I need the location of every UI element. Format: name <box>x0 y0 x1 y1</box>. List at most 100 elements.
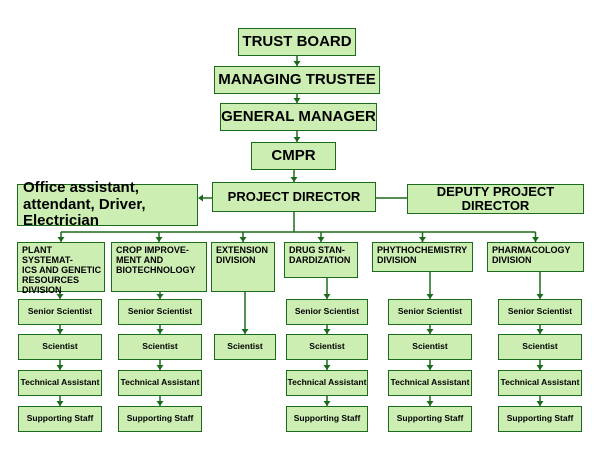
phythochemistry-division-to-senior-scientist-arrowhead <box>426 294 434 299</box>
trust-board-label: TRUST BOARD <box>242 32 352 50</box>
division-box-drug-stan-dardization: DRUG STAN- DARDIZATION <box>284 242 358 278</box>
staff-box-supporting-staff: Supporting Staff <box>286 406 368 432</box>
phythochemistry-division-to-scientist-arrowhead <box>426 329 434 334</box>
division-box-crop-improve-ment-and-biotechnology: CROP IMPROVE- MENT AND BIOTECHNOLOGY <box>111 242 207 292</box>
pharmacology-division-to-senior-scientist-arrowhead <box>536 294 544 299</box>
staff-box-technical-assistant: Technical Assistant <box>18 370 102 396</box>
phythochemistry-division-to-technical-assistant-arrowhead <box>426 365 434 370</box>
project-director-box: PROJECT DIRECTOR <box>212 182 376 212</box>
staff-label: Scientist <box>42 341 78 352</box>
staff-label: Scientist <box>142 341 178 352</box>
cmpr-to-project-director-arrowhead <box>290 177 298 182</box>
office-staff-box: Office assistant, attendant, Driver, Ele… <box>17 180 198 229</box>
staff-box-senior-scientist: Senior Scientist <box>286 299 368 325</box>
drug-stan-dardization-to-scientist-arrowhead <box>323 329 331 334</box>
staff-box-senior-scientist: Senior Scientist <box>18 299 102 325</box>
project-director-label: PROJECT DIRECTOR <box>227 188 361 204</box>
staff-box-senior-scientist: Senior Scientist <box>498 299 582 325</box>
trust-board-box: TRUST BOARD <box>238 28 356 56</box>
staff-box-technical-assistant: Technical Assistant <box>286 370 368 396</box>
staff-box-supporting-staff: Supporting Staff <box>18 406 102 432</box>
division-label: CROP IMPROVE- MENT AND BIOTECHNOLOGY <box>116 245 196 275</box>
division-label: DRUG STAN- DARDIZATION <box>289 245 351 265</box>
staff-box-technical-assistant: Technical Assistant <box>498 370 582 396</box>
crop-improve-ment-and-biotechnology-to-senior-scientist-arrowhead <box>156 294 164 299</box>
staff-label: Senior Scientist <box>294 306 360 317</box>
division-box-extension-division: EXTENSION DIVISION <box>211 242 275 292</box>
crop-improve-ment-and-biotechnology-to-supporting-staff-arrowhead <box>156 401 164 406</box>
division-label: PLANT SYSTEMAT- ICS AND GENETIC RESOURCE… <box>22 245 102 295</box>
staff-label: Supporting Staff <box>506 413 574 424</box>
staff-label: Senior Scientist <box>127 306 193 317</box>
drug-stan-dardization-to-supporting-staff-arrowhead <box>323 401 331 406</box>
staff-box-scientist: Scientist <box>118 334 202 360</box>
staff-label: Technical Assistant <box>390 377 470 388</box>
staff-label: Senior Scientist <box>397 306 463 317</box>
branch-to-plant-systemat-ics-and-genetic-resources-division-arrowhead <box>57 237 65 242</box>
phythochemistry-division-to-supporting-staff-arrowhead <box>426 401 434 406</box>
pharmacology-division-to-supporting-staff-arrowhead <box>536 401 544 406</box>
trust-board-to-managing-trustee-arrowhead <box>293 61 301 66</box>
general-manager-to-cmpr-arrowhead <box>293 137 301 142</box>
drug-stan-dardization-to-senior-scientist-arrowhead <box>323 294 331 299</box>
crop-improve-ment-and-biotechnology-to-scientist-arrowhead <box>156 329 164 334</box>
general-manager-label: GENERAL MANAGER <box>221 107 376 125</box>
staff-box-scientist: Scientist <box>18 334 102 360</box>
pharmacology-division-to-scientist-arrowhead <box>536 329 544 334</box>
staff-label: Technical Assistant <box>120 377 200 388</box>
staff-label: Scientist <box>522 341 558 352</box>
staff-label: Technical Assistant <box>500 377 580 388</box>
plant-systemat-ics-and-genetic-resources-division-to-supporting-staff-arrowhead <box>56 401 64 406</box>
crop-improve-ment-and-biotechnology-to-technical-assistant-arrowhead <box>156 365 164 370</box>
division-label: PHARMACOLOGY DIVISION <box>492 245 571 265</box>
staff-box-senior-scientist: Senior Scientist <box>118 299 202 325</box>
managing-trustee-box: MANAGING TRUSTEE <box>214 66 380 94</box>
staff-label: Supporting Staff <box>293 413 361 424</box>
plant-systemat-ics-and-genetic-resources-division-to-technical-assistant-arrowhead <box>56 365 64 370</box>
division-box-plant-systemat-ics-and-genetic-resources-division: PLANT SYSTEMAT- ICS AND GENETIC RESOURCE… <box>17 242 105 295</box>
office-staff-label: Office assistant, attendant, Driver, Ele… <box>23 179 146 230</box>
plant-systemat-ics-and-genetic-resources-division-to-scientist-arrowhead <box>56 329 64 334</box>
staff-box-scientist: Scientist <box>388 334 472 360</box>
staff-label: Technical Assistant <box>287 377 367 388</box>
branch-to-phythochemistry-division-arrowhead <box>419 237 426 242</box>
staff-label: Scientist <box>412 341 448 352</box>
staff-label: Supporting Staff <box>396 413 464 424</box>
staff-box-technical-assistant: Technical Assistant <box>118 370 202 396</box>
division-label: PHYTHOCHEMISTRY DIVISION <box>377 245 468 265</box>
staff-box-scientist: Scientist <box>214 334 276 360</box>
general-manager-box: GENERAL MANAGER <box>220 103 377 131</box>
staff-box-senior-scientist: Senior Scientist <box>388 299 472 325</box>
branch-to-crop-improve-ment-and-biotechnology-arrowhead <box>155 237 163 242</box>
cmpr-label: CMPR <box>271 146 316 164</box>
staff-box-scientist: Scientist <box>286 334 368 360</box>
staff-box-technical-assistant: Technical Assistant <box>388 370 472 396</box>
staff-label: Technical Assistant <box>20 377 100 388</box>
project-director-to-office-staff-arrowhead <box>198 194 203 202</box>
staff-label: Supporting Staff <box>26 413 94 424</box>
staff-label: Supporting Staff <box>126 413 194 424</box>
cmpr-box: CMPR <box>251 142 336 170</box>
staff-box-scientist: Scientist <box>498 334 582 360</box>
staff-label: Scientist <box>227 341 263 352</box>
division-label: EXTENSION DIVISION <box>216 245 269 265</box>
extension-division-to-scientist-arrowhead <box>241 329 249 334</box>
division-box-pharmacology-division: PHARMACOLOGY DIVISION <box>487 242 584 272</box>
staff-box-supporting-staff: Supporting Staff <box>118 406 202 432</box>
staff-label: Scientist <box>309 341 345 352</box>
branch-to-extension-division-arrowhead <box>239 237 247 242</box>
pharmacology-division-to-technical-assistant-arrowhead <box>536 365 544 370</box>
staff-box-supporting-staff: Supporting Staff <box>388 406 472 432</box>
staff-label: Senior Scientist <box>507 306 573 317</box>
plant-systemat-ics-and-genetic-resources-division-to-senior-scientist-arrowhead <box>56 294 64 299</box>
staff-box-supporting-staff: Supporting Staff <box>498 406 582 432</box>
branch-to-pharmacology-division-arrowhead <box>532 237 539 242</box>
division-box-phythochemistry-division: PHYTHOCHEMISTRY DIVISION <box>372 242 473 272</box>
drug-stan-dardization-to-technical-assistant-arrowhead <box>323 365 331 370</box>
branch-to-drug-stan-dardization-arrowhead <box>317 237 325 242</box>
staff-label: Senior Scientist <box>27 306 93 317</box>
managing-trustee-to-general-manager-arrowhead <box>293 98 301 103</box>
deputy-project-director-box: DEPUTY PROJECT DIRECTOR <box>407 184 584 214</box>
